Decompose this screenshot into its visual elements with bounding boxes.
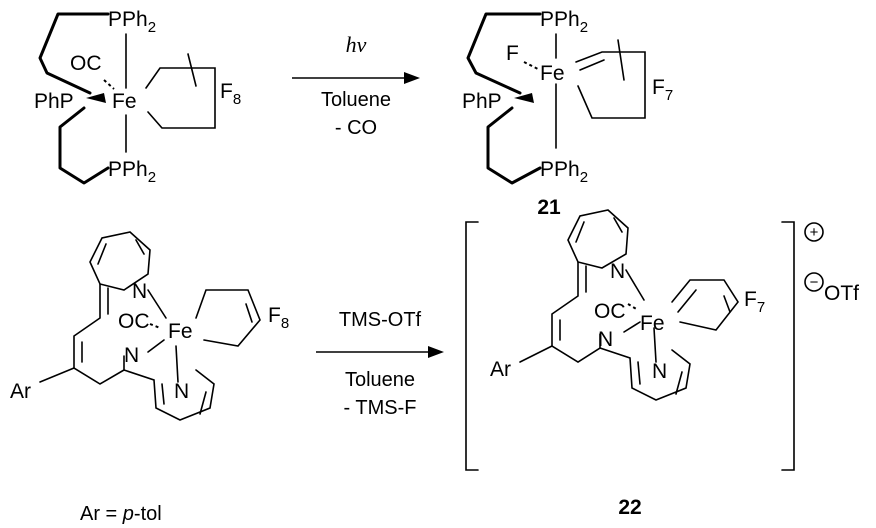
reactant-1-fluoro: F8 xyxy=(220,80,241,108)
product-22-metal: Fe xyxy=(640,312,665,335)
product-22-fluoro: F7 xyxy=(744,288,765,316)
product-22-cation-charge: + xyxy=(804,222,824,242)
reactant-1-metal: Fe xyxy=(112,90,137,113)
product-21-fluoride: F xyxy=(506,42,519,65)
reactant-1-phosphine-bottom: PPh2 xyxy=(108,158,156,186)
product-21-phosphine-bottom: PPh2 xyxy=(540,158,588,186)
reactant-2-metal: Fe xyxy=(168,320,193,343)
reactant-1-phosphine-top: PPh2 xyxy=(108,8,156,36)
product-22-carbonyl: OC xyxy=(594,300,626,323)
reaction-1-condition-light: hν xyxy=(346,32,367,57)
reactant-2-n-bottom: N xyxy=(174,380,189,403)
compound-number-21: 21 xyxy=(537,196,561,219)
product-21-structure: PPh2 F Fe F7 PhP PPh2 xyxy=(462,8,673,186)
reactant-2-aryl: Ar xyxy=(10,380,31,403)
product-22-bracket-left xyxy=(465,221,479,471)
svg-text:−: − xyxy=(810,274,819,291)
reactant-2-structure: N OC Fe F8 N Ar N xyxy=(10,231,289,421)
reactant-1-carbonyl: OC xyxy=(70,52,102,75)
svg-text:+: + xyxy=(810,224,819,241)
compound-number-22: 22 xyxy=(618,496,641,519)
reaction-2-condition-solvent: Toluene xyxy=(345,369,415,391)
product-21-metal: Fe xyxy=(540,62,565,85)
reactant-2-n-top: N xyxy=(132,280,147,303)
product-21-phosphine-central: PhP xyxy=(462,90,502,113)
reactant-2-n-central: N xyxy=(124,344,139,367)
reactant-2-fluoro: F8 xyxy=(268,304,289,332)
product-22-n-bottom: N xyxy=(652,360,667,383)
reactant-2-carbonyl: OC xyxy=(118,310,150,333)
product-22-bracket-right xyxy=(781,221,795,471)
reaction-2-condition-byproduct: - TMS-F xyxy=(344,397,417,419)
reactant-1-phosphine-central: PhP xyxy=(34,90,74,113)
product-22-aryl: Ar xyxy=(490,358,511,381)
product-22-n-central: N xyxy=(598,328,613,351)
product-22-structure: N OC Fe F7 N Ar N xyxy=(490,209,765,401)
counterion-charge: − xyxy=(804,272,824,292)
reaction-1-condition-byproduct: - CO xyxy=(335,117,377,139)
reaction-2-condition-reagent: TMS-OTf xyxy=(339,309,422,331)
product-22-n-top: N xyxy=(610,260,625,283)
product-21-fluoro: F7 xyxy=(652,76,673,104)
reaction-1-condition-solvent: Toluene xyxy=(321,89,391,111)
counterion-triflate: OTf xyxy=(824,282,859,305)
aryl-definition: Ar = p-tol xyxy=(80,503,162,525)
reaction-2-arrow: TMS-OTf Toluene - TMS-F xyxy=(316,309,444,419)
reactant-1-structure: PPh2 OC Fe F8 PhP PPh2 xyxy=(34,8,241,186)
product-21-phosphine-top: PPh2 xyxy=(540,8,588,36)
reaction-1-arrow: hν Toluene - CO xyxy=(292,32,420,139)
